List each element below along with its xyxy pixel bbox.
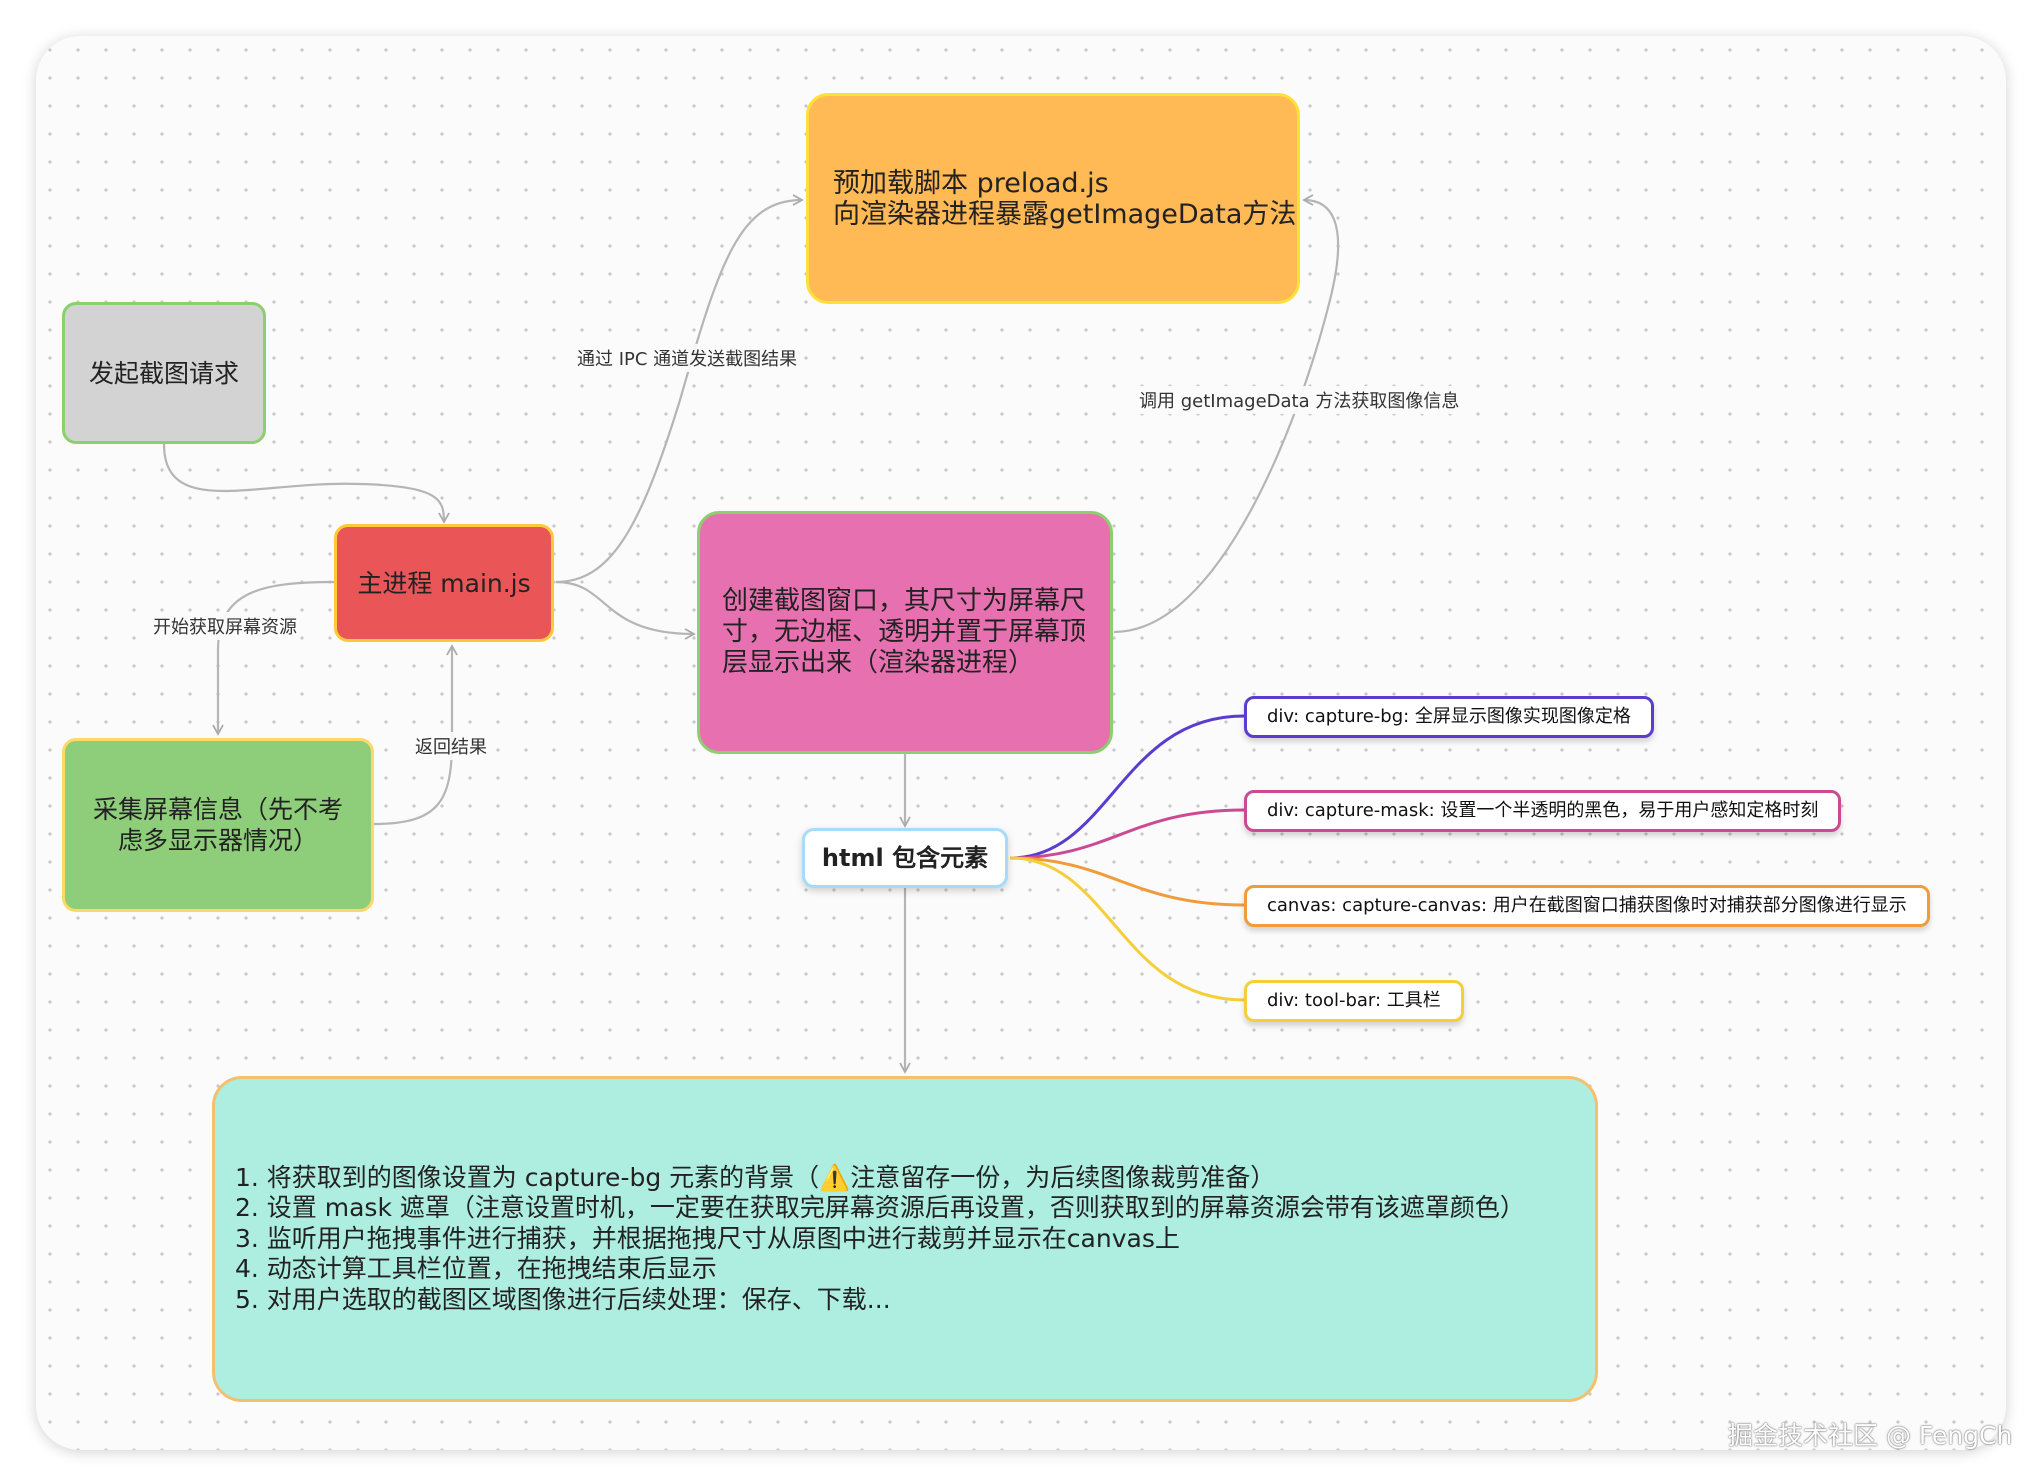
steps-node-text: 1. 将获取到的图像设置为 capture-bg 元素的背景（⚠️注意留存一份，… [235, 1162, 1525, 1314]
preload-node[interactable]: 预加载脚本 preload.js 向渲染器进程暴露getImageData方法 [806, 93, 1300, 304]
request-node[interactable]: 发起截图请求 [62, 302, 266, 444]
preload-node-text: 预加载脚本 preload.js 向渲染器进程暴露getImageData方法 [833, 167, 1297, 230]
html-elements-node-text: html 包含元素 [821, 843, 989, 872]
branch-tool-bar [1009, 856, 1245, 1002]
leaf-capture-canvas[interactable]: canvas: capture-canvas: 用户在截图窗口捕获图像时对捕获部… [1244, 885, 1930, 927]
edge-main-to-window [555, 580, 696, 640]
edge-request-to-main [162, 443, 450, 524]
leaf-tool-bar[interactable]: div: tool-bar: 工具栏 [1244, 980, 1464, 1022]
collect-screen-node[interactable]: 采集屏幕信息（先不考虑多显示器情况） [62, 738, 374, 912]
edge-window-to-preload [1113, 194, 1340, 634]
create-window-node-text: 创建截图窗口，其尺寸为屏幕尺寸，无边框、透明并置于屏幕顶层显示出来（渲染器进程） [722, 586, 1087, 678]
main-process-node[interactable]: 主进程 main.js [334, 524, 554, 642]
edge-main-to-collect [212, 580, 335, 736]
collect-screen-node-text: 采集屏幕信息（先不考虑多显示器情况） [92, 795, 343, 855]
main-process-node-text: 主进程 main.js [357, 568, 531, 598]
branch-capture-bg [1009, 714, 1245, 860]
steps-node[interactable]: 1. 将获取到的图像设置为 capture-bg 元素的背景（⚠️注意留存一份，… [212, 1076, 1598, 1402]
edge-label-get-image-data: 调用 getImageData 方法获取图像信息 [1136, 386, 1463, 414]
leaf-capture-mask[interactable]: div: capture-mask: 设置一个半透明的黑色，易于用户感知定格时刻 [1244, 790, 1842, 832]
branch-capture-canvas [1009, 856, 1245, 907]
edge-label-start: 开始获取屏幕资源 [150, 612, 300, 640]
html-elements-node[interactable]: html 包含元素 [802, 828, 1008, 888]
edge-label-return: 返回结果 [412, 732, 490, 760]
edge-main-to-preload [555, 194, 804, 584]
branch-capture-mask [1009, 808, 1245, 860]
edge-label-ipc: 通过 IPC 通道发送截图结果 [574, 344, 801, 372]
request-node-text: 发起截图请求 [88, 358, 239, 388]
watermark: 掘金技术社区 @ FengCh [1728, 1421, 2013, 1450]
create-window-node[interactable]: 创建截图窗口，其尺寸为屏幕尺寸，无边框、透明并置于屏幕顶层显示出来（渲染器进程） [697, 511, 1113, 754]
leaf-capture-bg[interactable]: div: capture-bg: 全屏显示图像实现图像定格 [1244, 696, 1654, 738]
